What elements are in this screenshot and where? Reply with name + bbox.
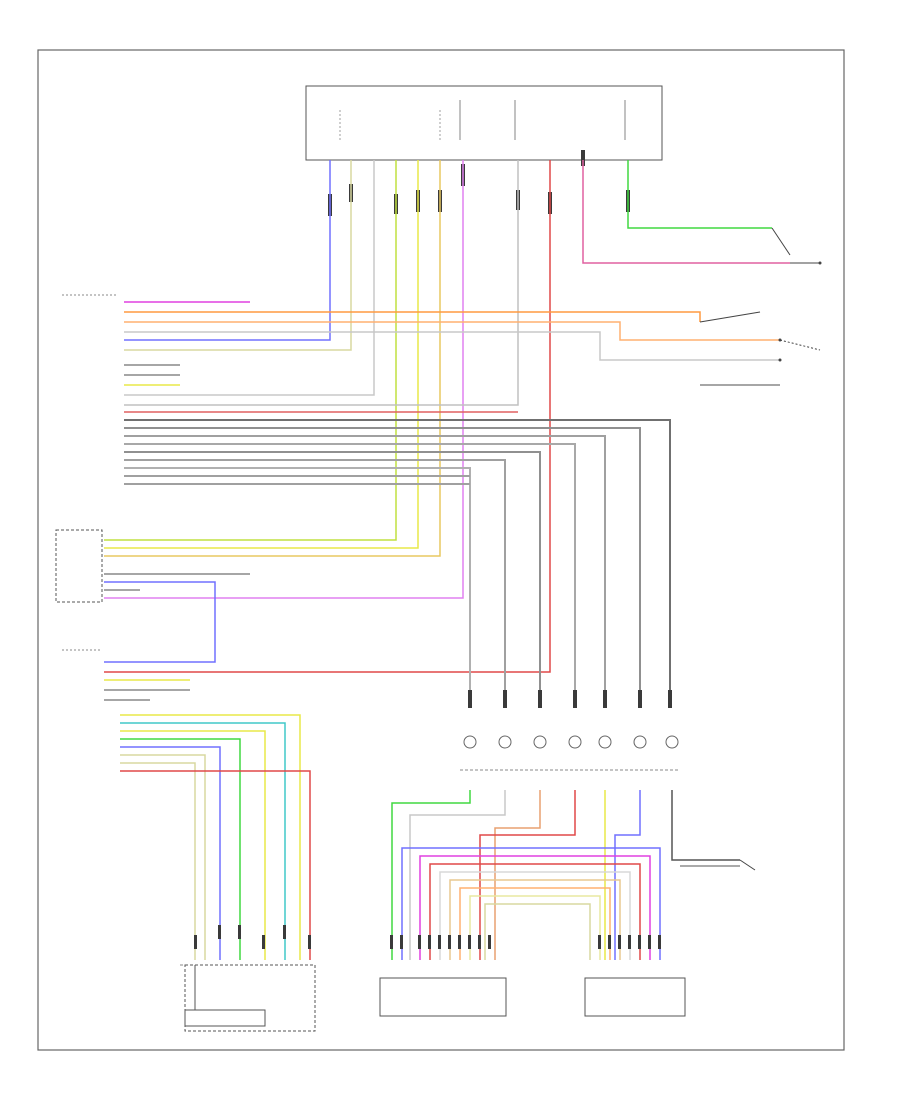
right-mid-switch xyxy=(699,311,821,386)
top-control-module xyxy=(305,85,663,161)
wires-top xyxy=(104,160,790,673)
right-connector-row xyxy=(460,690,680,771)
left-module-3 xyxy=(62,649,190,701)
bottom-left-module xyxy=(180,964,316,1032)
top-right-switch xyxy=(771,227,822,265)
gray-bus xyxy=(124,419,671,700)
bottom-pins xyxy=(194,925,661,949)
wires-bottom-mid xyxy=(391,790,740,960)
right-ground xyxy=(680,859,756,871)
left-module-2 xyxy=(55,529,250,663)
bottom-mid-module xyxy=(379,977,507,1017)
left-module-4 xyxy=(120,714,311,960)
cross-harness xyxy=(401,847,661,960)
wires-left-1 xyxy=(124,301,780,413)
diagram-frame xyxy=(37,49,845,1051)
bottom-right-module xyxy=(584,977,686,1017)
